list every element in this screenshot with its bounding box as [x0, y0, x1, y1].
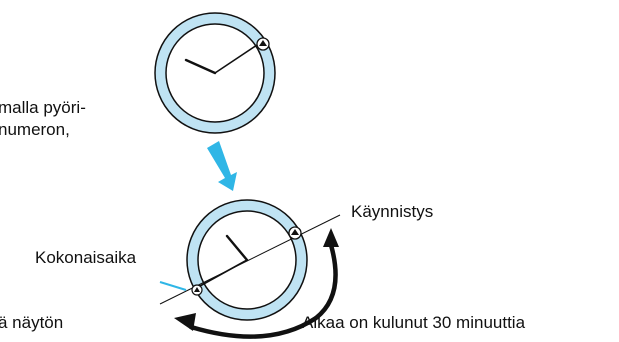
start-label: Käynnistys — [351, 202, 434, 221]
total-time-pointer — [159, 281, 187, 291]
instruction-text-line-2: numeron, — [0, 120, 70, 139]
down-arrow-icon — [207, 141, 237, 191]
bezel-marker-icon — [288, 226, 302, 240]
bezel-marker-icon — [256, 37, 270, 51]
watch-after — [159, 199, 341, 321]
watch-before — [154, 12, 276, 134]
total-time-label: Kokonaisaika — [35, 248, 137, 267]
minute-hand — [199, 259, 248, 287]
instruction-text-line-1: malla pyöri- — [0, 98, 86, 117]
hour-hand — [225, 234, 249, 262]
curved-arrow-icon — [174, 228, 339, 339]
minute-hand — [214, 44, 258, 74]
bezel-marker-icon — [191, 284, 203, 296]
pointer-line — [159, 214, 341, 305]
instruction-text-line-3: ä näytön — [0, 313, 64, 332]
elapsed-time-label: Aikaa on kulunut 30 minuuttia — [302, 313, 526, 332]
hour-hand — [184, 58, 217, 75]
